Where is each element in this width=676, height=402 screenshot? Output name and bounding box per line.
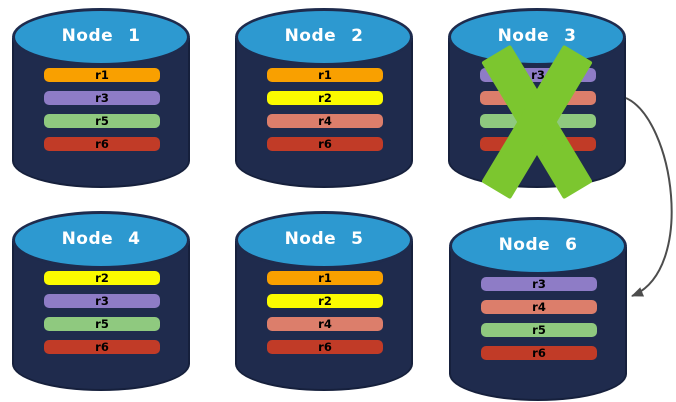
replica-bar: r1 <box>267 271 383 285</box>
node-cylinder-1: Node 1 r1 r3 r5 r6 <box>12 8 190 188</box>
replica-bar: r3 <box>44 294 160 308</box>
node-title: Node 2 <box>284 26 364 46</box>
replica-list: r1 r2 r4 r6 <box>267 271 383 354</box>
cylinder-top: Node 1 <box>12 8 190 66</box>
cylinder-top: Node 4 <box>12 211 190 269</box>
replica-bar: r4 <box>267 114 383 128</box>
replica-bar: r6 <box>267 340 383 354</box>
cylinder-top: Node 5 <box>235 211 413 269</box>
replica-bar: r2 <box>44 271 160 285</box>
node-title: Node 3 <box>497 26 577 46</box>
replica-bar: r6 <box>267 137 383 151</box>
node-title: Node 6 <box>498 235 578 255</box>
failover-arrow-path <box>625 97 673 297</box>
replica-bar: r5 <box>44 114 160 128</box>
node-cylinder-5: Node 5 r1 r2 r4 r6 <box>235 211 413 391</box>
replica-bar: r5 <box>481 323 597 337</box>
replica-bar: r2 <box>267 294 383 308</box>
replica-bar: r1 <box>44 68 160 82</box>
node-title: Node 1 <box>61 26 141 46</box>
replica-bar: r1 <box>267 68 383 82</box>
replica-bar: r6 <box>44 340 160 354</box>
cylinder-top: Node 6 <box>449 217 627 275</box>
replica-list: r1 r3 r5 r6 <box>44 68 160 151</box>
replica-bar: r6 <box>44 137 160 151</box>
replica-list: r2 r3 r5 r6 <box>44 271 160 354</box>
replica-bar: r3 <box>44 91 160 105</box>
replica-list: r1 r2 r4 r6 <box>267 68 383 151</box>
node-title: Node 5 <box>284 229 364 249</box>
node-cylinder-6: Node 6 r3 r4 r5 r6 <box>449 217 627 401</box>
node-cylinder-4: Node 4 r2 r3 r5 r6 <box>12 211 190 391</box>
replica-bar: r4 <box>267 317 383 331</box>
replica-bar: r6 <box>481 346 597 360</box>
replica-bar: r4 <box>481 300 597 314</box>
replica-bar: r2 <box>267 91 383 105</box>
replica-bar: r3 <box>481 277 597 291</box>
node-cylinder-2: Node 2 r1 r2 r4 r6 <box>235 8 413 188</box>
node-title: Node 4 <box>61 229 141 249</box>
cylinder-top: Node 3 <box>448 8 626 66</box>
replica-list: r3 r4 r5 r6 <box>481 277 597 360</box>
node-cylinder-3: Node 3 r3 r4 r5 r6 <box>448 8 626 200</box>
cylinder-top: Node 2 <box>235 8 413 66</box>
replica-bar: r5 <box>44 317 160 331</box>
